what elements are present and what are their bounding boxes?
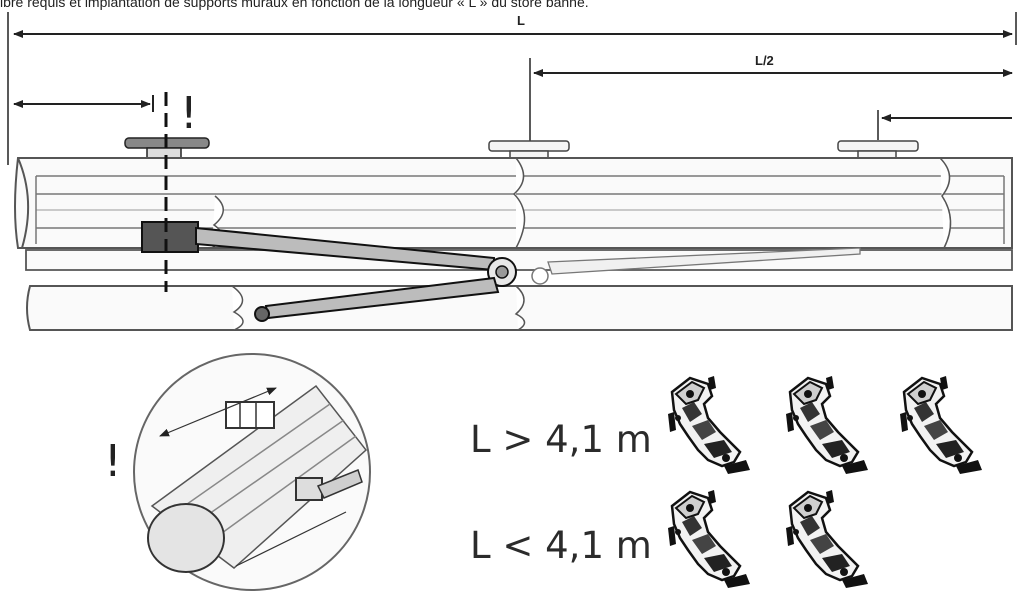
wall-bracket-icon bbox=[784, 488, 870, 590]
rule-label-over: L > 4,1 m bbox=[470, 418, 652, 461]
folding-arm bbox=[141, 221, 861, 322]
rule-label-under: L < 4,1 m bbox=[470, 524, 652, 567]
wall-bracket-center-top bbox=[488, 140, 570, 160]
awning-front-bar bbox=[25, 249, 1013, 331]
wall-bracket-icon bbox=[666, 488, 752, 590]
detail-circle bbox=[133, 353, 371, 591]
dimension-label-half: L/2 bbox=[755, 53, 774, 68]
wall-bracket-icon bbox=[666, 374, 752, 476]
wall-bracket-right-top bbox=[837, 140, 919, 160]
dimension-label-L: L bbox=[517, 13, 525, 28]
warning-mark-detail: ! bbox=[104, 436, 122, 487]
wall-bracket-icon bbox=[784, 374, 870, 476]
caption-text: ibre requis et implantation de supports … bbox=[0, 0, 589, 10]
warning-mark-top: ! bbox=[180, 88, 198, 139]
wall-bracket-icon bbox=[898, 374, 984, 476]
